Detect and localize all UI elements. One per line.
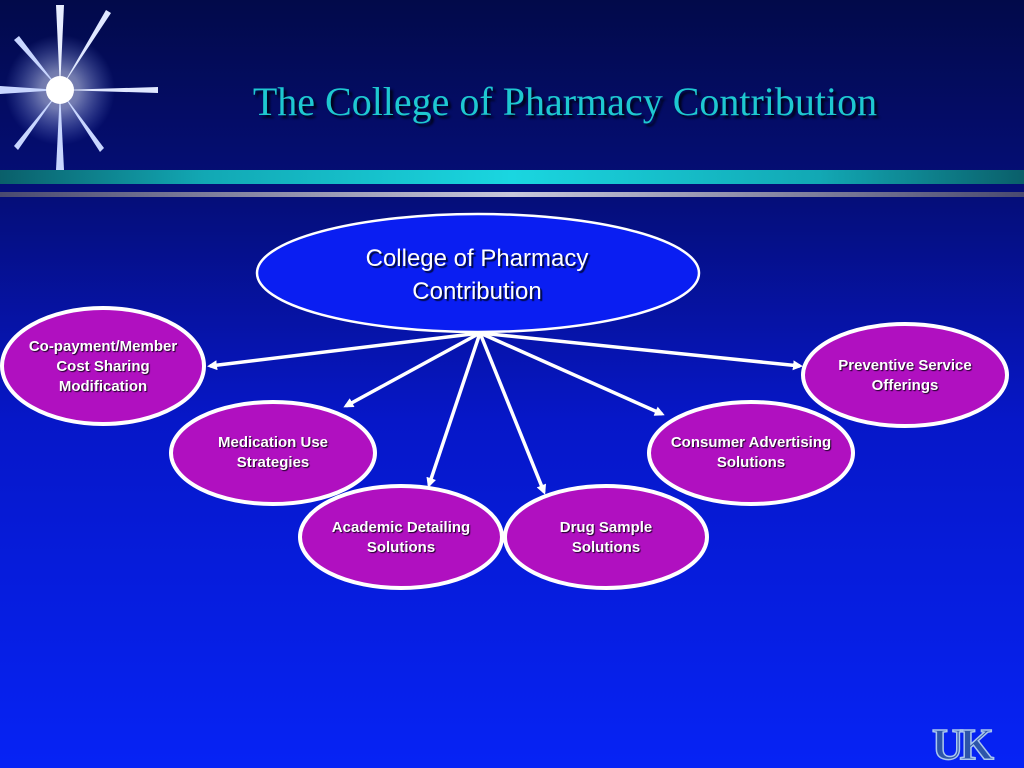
central-node — [255, 212, 701, 334]
arrow-to-preventive — [479, 331, 803, 371]
node-consumer-line-2: Solutions — [716, 454, 786, 471]
node-medication-line-2: Strategies — [236, 454, 310, 471]
uk-logo: UK — [931, 720, 995, 768]
node-academic — [298, 484, 504, 590]
arrow-to-medication — [343, 331, 481, 408]
node-academic-label: Academic Detailing Solutions — [332, 518, 470, 558]
node-drug-sample-label: Drug Sample Solutions — [560, 518, 653, 558]
node-preventive-line-1: Preventive Service — [838, 357, 972, 374]
connectors — [207, 331, 803, 495]
node-copay-label: Co-payment/Member Cost Sharing Modificat… — [29, 337, 177, 397]
node-medication-line-1: Medication Use — [217, 434, 329, 451]
node-drug-sample-line-2: Solutions — [571, 539, 641, 556]
node-copay-line-3: Modification — [58, 378, 148, 395]
star-logo-icon — [0, 5, 158, 170]
node-academic-line-2: Solutions — [366, 539, 436, 556]
header-teal-bar — [0, 170, 1024, 184]
node-copay — [0, 306, 206, 426]
node-preventive — [801, 322, 1009, 428]
arrow-to-copay — [207, 331, 481, 371]
node-medication-label: Medication Use Strategies — [218, 433, 328, 473]
node-copay-line-1: Co-payment/Member — [28, 338, 178, 355]
node-consumer-label: Consumer Advertising Solutions — [671, 433, 831, 473]
node-medication — [169, 400, 377, 506]
arrow-to-drug-sample — [478, 332, 547, 495]
node-academic-line-1: Academic Detailing — [331, 519, 471, 536]
central-line-1: College of Pharmacy — [365, 245, 589, 272]
node-preventive-label: Preventive Service Offerings — [838, 356, 971, 396]
node-consumer-line-1: Consumer Advertising — [670, 434, 832, 451]
central-node-label: College of Pharmacy Contribution — [366, 242, 589, 308]
arrow-to-academic — [426, 332, 482, 488]
node-preventive-line-2: Offerings — [871, 377, 939, 394]
arrow-to-consumer — [479, 331, 665, 416]
slide-title: The College of Pharmacy Contribution — [252, 79, 878, 124]
node-consumer — [647, 400, 855, 506]
header-grey-line — [0, 192, 1024, 197]
node-drug-sample-line-1: Drug Sample — [559, 519, 653, 536]
node-drug-sample — [503, 484, 709, 590]
central-line-2: Contribution — [412, 278, 542, 305]
node-copay-line-2: Cost Sharing — [56, 358, 150, 375]
